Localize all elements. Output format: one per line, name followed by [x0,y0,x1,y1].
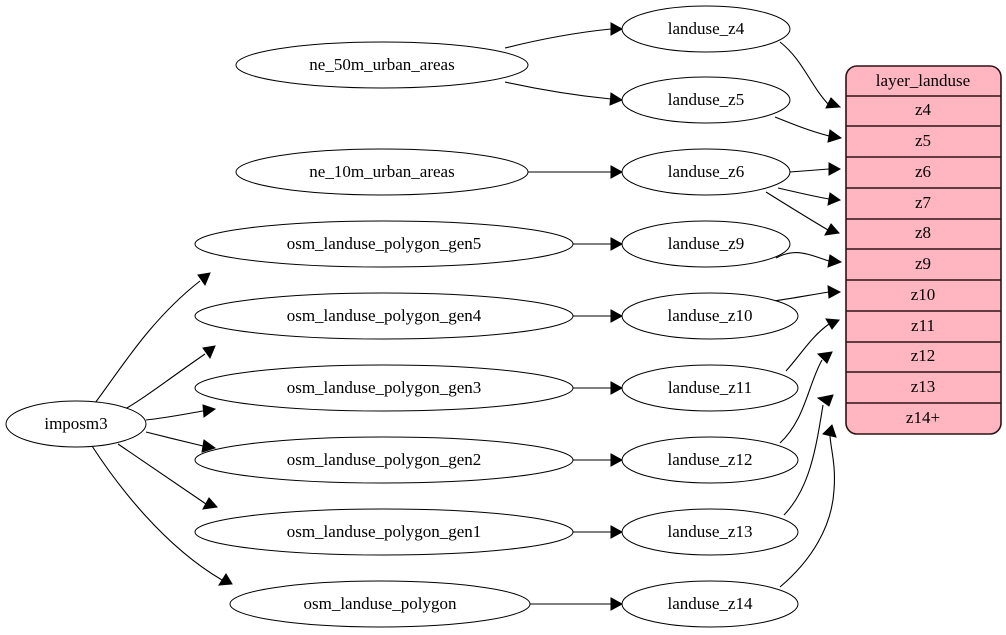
node-ne-50m-urban-areas[interactable]: ne_50m_urban_areas [235,41,529,89]
node-osm-landuse-polygon-gen1[interactable]: osm_landuse_polygon_gen1 [194,508,574,556]
node-label-landuse-z14: landuse_z14 [668,594,753,613]
table-row-z6[interactable]: z6 [915,162,931,181]
table-row-z9[interactable]: z9 [915,254,931,273]
node-landuse-z5[interactable]: landuse_z5 [621,76,791,124]
node-label-imposm3: imposm3 [44,414,107,433]
edge-ne10m-to-landuse-z6 [528,165,624,179]
edge-polygon-to-landuse-z14 [530,597,624,611]
layer-landuse-table[interactable]: layer_landuse z4 z5 z6 z7 z8 z9 z10 z11 … [845,65,1002,435]
nodes-layer: imposm3 ne_50m_urban_areas ne_10m_urban_… [5,5,799,628]
node-label-osm-landuse-polygon-gen4: osm_landuse_polygon_gen4 [287,306,482,325]
node-label-osm-landuse-polygon: osm_landuse_polygon [304,594,457,613]
node-ne-10m-urban-areas[interactable]: ne_10m_urban_areas [235,148,529,196]
edge-imposm3-to-gen2 [145,431,217,453]
node-label-osm-landuse-polygon-gen5: osm_landuse_polygon_gen5 [287,234,482,253]
node-landuse-z4[interactable]: landuse_z4 [621,5,791,53]
edge-landuse-z5-to-row-z5 [774,116,843,143]
node-osm-landuse-polygon-gen2[interactable]: osm_landuse_polygon_gen2 [194,436,574,484]
node-landuse-z14[interactable]: landuse_z14 [621,580,799,628]
edge-imposm3-to-gen5 [94,272,211,404]
node-label-landuse-z13: landuse_z13 [668,522,753,541]
table-header-layer-landuse: layer_landuse [876,71,970,90]
table-row-z14plus[interactable]: z14+ [906,408,940,427]
table-row-z5[interactable]: z5 [915,131,931,150]
edge-landuse-z6-to-row-z7 [777,187,842,206]
edge-imposm3-to-gen1 [117,443,218,510]
node-osm-landuse-polygon-gen4[interactable]: osm_landuse_polygon_gen4 [194,292,574,340]
edge-gen3-to-landuse-z11 [573,381,624,395]
node-osm-landuse-polygon-gen3[interactable]: osm_landuse_polygon_gen3 [194,364,574,412]
node-landuse-z12[interactable]: landuse_z12 [621,436,799,484]
edge-landuse-z6-to-row-z6 [789,162,842,176]
node-imposm3[interactable]: imposm3 [5,400,147,448]
edge-landuse-z9-to-row-z9 [775,251,843,268]
edge-imposm3-to-gen3 [145,404,217,421]
node-label-landuse-z12: landuse_z12 [668,450,753,469]
node-osm-landuse-polygon-gen5[interactable]: osm_landuse_polygon_gen5 [194,220,574,268]
node-landuse-z9[interactable]: landuse_z9 [621,220,791,268]
table-row-z12[interactable]: z12 [911,346,936,365]
node-label-landuse-z11: landuse_z11 [668,378,752,397]
table-row-z4[interactable]: z4 [915,100,932,119]
edge-gen5-to-landuse-z9 [573,237,624,251]
edge-imposm3-to-polygon [91,445,233,586]
node-landuse-z6[interactable]: landuse_z6 [621,148,791,196]
node-landuse-z10[interactable]: landuse_z10 [621,292,799,340]
edge-landuse-z13-to-row-z13 [783,394,834,516]
edge-gen1-to-landuse-z13 [573,525,624,539]
edge-imposm3-to-gen4 [119,345,216,413]
node-label-ne-50m-urban-areas: ne_50m_urban_areas [309,55,454,74]
node-landuse-z13[interactable]: landuse_z13 [621,508,799,556]
node-label-osm-landuse-polygon-gen3: osm_landuse_polygon_gen3 [287,378,482,397]
edge-ne50m-to-landuse-z4 [504,22,624,49]
node-label-landuse-z9: landuse_z9 [668,234,744,253]
edge-landuse-z10-to-row-z10 [773,285,842,302]
node-label-landuse-z10: landuse_z10 [668,306,753,325]
edge-landuse-z6-to-row-z8 [765,191,840,236]
node-osm-landuse-polygon[interactable]: osm_landuse_polygon [229,580,531,628]
edge-landuse-z11-to-row-z11 [785,318,840,372]
node-label-landuse-z6: landuse_z6 [668,162,744,181]
edge-gen2-to-landuse-z12 [573,453,624,467]
table-row-z8[interactable]: z8 [915,223,931,242]
table-row-z11[interactable]: z11 [911,316,935,335]
edge-gen4-to-landuse-z10 [573,309,624,323]
edges-layer [91,22,843,611]
edge-landuse-z12-to-row-z12 [779,351,833,444]
node-label-landuse-z4: landuse_z4 [668,19,745,38]
node-label-osm-landuse-polygon-gen2: osm_landuse_polygon_gen2 [287,450,482,469]
node-landuse-z11[interactable]: landuse_z11 [621,364,799,412]
edge-landuse-z4-to-row-z4 [779,41,842,109]
table-row-z7[interactable]: z7 [915,193,932,212]
node-label-landuse-z5: landuse_z5 [668,90,744,109]
node-label-osm-landuse-polygon-gen1: osm_landuse_polygon_gen1 [287,522,482,541]
edge-ne50m-to-landuse-z5 [504,81,624,106]
table-row-z13[interactable]: z13 [911,377,936,396]
node-label-ne-10m-urban-areas: ne_10m_urban_areas [309,162,454,181]
table-row-z10[interactable]: z10 [911,285,936,304]
edge-landuse-z14-to-row-z14plus [779,424,837,588]
